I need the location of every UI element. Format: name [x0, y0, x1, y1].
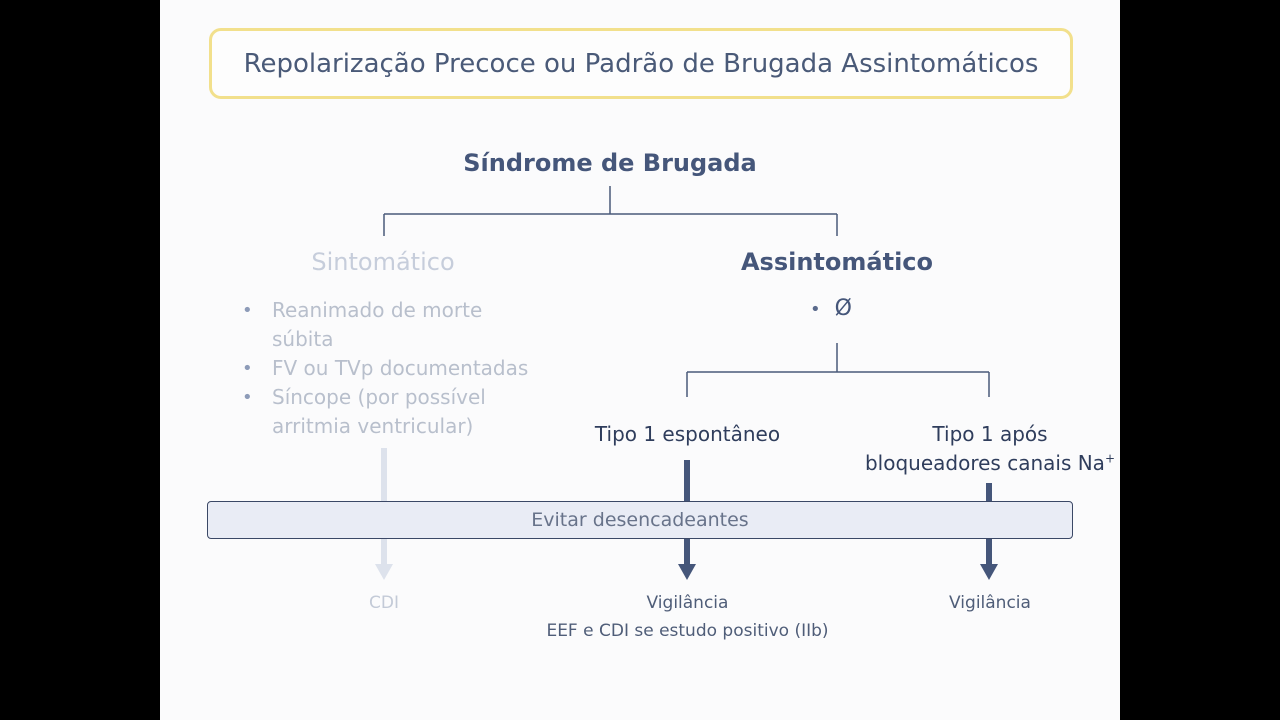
bullet-icon: •: [810, 299, 821, 320]
outcome-line: Vigilância: [646, 593, 729, 613]
bullet-icon: •: [242, 358, 253, 379]
empty-set-value: Ø: [834, 296, 852, 321]
outcome-line: EEF e CDI se estudo positivo (IIb): [546, 621, 829, 641]
root-node: Síndrome de Brugada: [463, 149, 757, 177]
bullet-icon: •: [242, 387, 253, 408]
subtype-after-line1: Tipo 1 após: [932, 422, 1048, 446]
outcome-spontaneous: Vigilância EEF e CDI se estudo positivo …: [520, 589, 855, 645]
outcome-after-na-blockers: Vigilância: [949, 593, 1031, 613]
avoid-triggers-label: Evitar desencadeantes: [531, 509, 749, 531]
slide: Repolarização Precoce ou Padrão de Bruga…: [160, 0, 1120, 720]
connector-lines: [375, 186, 998, 580]
branch-asymptomatic: Assintomático: [740, 248, 934, 276]
asymptomatic-criteria: •Ø: [810, 296, 870, 321]
outcome-cdi: CDI: [369, 593, 399, 613]
list-item: •Reanimado de morte súbita: [242, 298, 483, 351]
list-item: •FV ou TVp documentadas: [242, 354, 542, 383]
superscript-plus: +: [1104, 451, 1115, 466]
slide-title: Repolarização Precoce ou Padrão de Bruga…: [209, 28, 1073, 99]
subtype-after-line2: bloqueadores canais Na+: [864, 451, 1115, 475]
subtype-after-na-blockers: Tipo 1 após bloqueadores canais Na+: [850, 420, 1130, 478]
list-item: •Síncope (por possível arritmia ventricu…: [242, 385, 486, 438]
avoid-triggers-box: Evitar desencadeantes: [207, 501, 1073, 539]
slide-title-text: Repolarização Precoce ou Padrão de Bruga…: [243, 48, 1039, 79]
branch-symptomatic: Sintomático: [311, 248, 455, 276]
subtype-spontaneous: Tipo 1 espontâneo: [594, 422, 781, 446]
bullet-icon: •: [242, 300, 253, 321]
symptomatic-criteria: •Reanimado de morte súbita •FV ou TVp do…: [242, 296, 542, 441]
